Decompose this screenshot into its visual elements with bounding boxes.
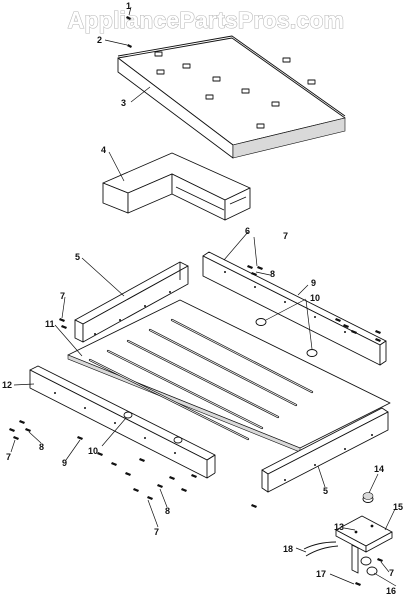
callout-7-top: 7 — [283, 231, 288, 241]
callout-14: 14 — [374, 464, 384, 474]
part-side-rail-right[interactable] — [261, 407, 389, 493]
callout-5-left: 5 — [75, 252, 80, 262]
leader-lines — [10, 6, 397, 587]
loose-screws — [9, 16, 383, 586]
callout-10-top: 10 — [310, 293, 320, 303]
part-side-rail-left[interactable] — [74, 261, 189, 343]
part-floor-liner[interactable] — [67, 299, 391, 453]
callout-9-bottom: 9 — [62, 458, 67, 468]
part-insulation-block[interactable] — [102, 152, 251, 221]
callout-15: 15 — [393, 502, 403, 512]
callout-7-left: 7 — [60, 291, 65, 301]
part-top-panel[interactable] — [117, 35, 346, 159]
callout-13: 13 — [334, 522, 344, 532]
callout-5-right: 5 — [323, 486, 328, 496]
callout-16: 16 — [386, 586, 396, 596]
callout-18: 18 — [283, 544, 293, 554]
callout-12: 12 — [2, 380, 12, 390]
callout-8-bottom-left: 8 — [39, 442, 44, 452]
callout-7-right: 7 — [389, 568, 394, 578]
part-mounting-bracket[interactable] — [303, 492, 393, 576]
callout-6: 6 — [245, 226, 250, 236]
callout-labels: 1 2 3 4 5 6 7 8 9 10 7 11 12 7 8 9 10 8 … — [2, 1, 403, 596]
callout-2: 2 — [97, 35, 102, 45]
part-back-rail[interactable] — [202, 251, 387, 366]
callout-10-bottom: 10 — [88, 446, 98, 456]
callout-9-top: 9 — [311, 278, 316, 288]
callout-1: 1 — [126, 1, 131, 11]
callout-8-top: 8 — [270, 269, 275, 279]
callout-8-bottom: 8 — [165, 506, 170, 516]
callout-11: 11 — [45, 319, 55, 329]
callout-17: 17 — [316, 569, 326, 579]
part-front-rail[interactable] — [29, 365, 216, 479]
callout-7-bottom-left: 7 — [6, 452, 11, 462]
callout-3: 3 — [121, 98, 126, 108]
callout-4: 4 — [101, 145, 106, 155]
watermark: AppliancePartsPros.com — [68, 7, 345, 33]
callout-7-bottom: 7 — [154, 527, 159, 537]
